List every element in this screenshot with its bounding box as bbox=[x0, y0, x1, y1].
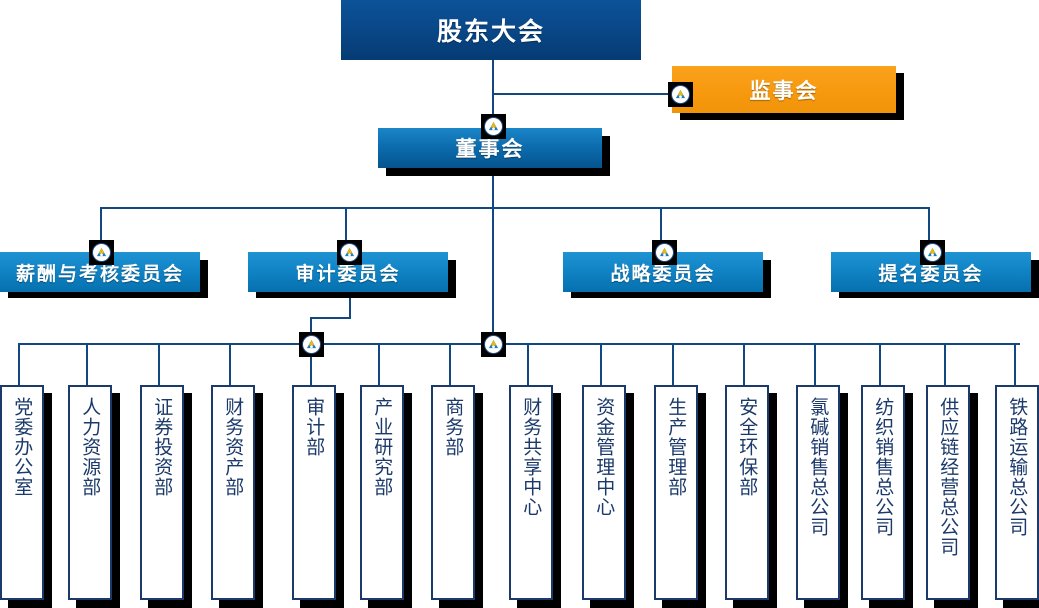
department-box-6[interactable]: 产业研究部 bbox=[360, 385, 404, 600]
connector-badge-icon bbox=[672, 86, 689, 103]
connector-badge-junction-audit[interactable] bbox=[299, 332, 324, 357]
committee-label-2: 审计委员会 bbox=[295, 262, 401, 285]
connector-badge-icon bbox=[303, 336, 320, 353]
department-box-1[interactable]: 党委办公室 bbox=[0, 385, 44, 600]
department-box-15[interactable]: 铁路运输总公司 bbox=[995, 385, 1039, 600]
connector-badge-icon bbox=[485, 118, 502, 135]
line-drop-department-14 bbox=[944, 343, 946, 385]
line-drop-department-6 bbox=[378, 343, 380, 385]
node-board-label: 董事会 bbox=[455, 137, 525, 161]
node-board-of-directors[interactable]: 董事会 bbox=[378, 128, 602, 168]
connector-badge-junction-board[interactable] bbox=[481, 332, 506, 357]
line-drop-department-9 bbox=[600, 343, 602, 385]
line-drop-department-5 bbox=[310, 343, 312, 385]
department-label-4: 财务资产部 bbox=[222, 397, 245, 497]
department-label-3: 证券投资部 bbox=[151, 397, 174, 497]
department-label-14: 供应链经营总公司 bbox=[937, 397, 960, 557]
line-drop-department-15 bbox=[1014, 343, 1016, 385]
line-drop-department-12 bbox=[814, 343, 816, 385]
line-drop-committee-4 bbox=[928, 207, 930, 252]
line-drop-department-11 bbox=[743, 343, 745, 385]
connector-badge-committee-1[interactable] bbox=[89, 240, 114, 265]
committee-label-1: 薪酬与考核委员会 bbox=[15, 262, 184, 285]
department-box-14[interactable]: 供应链经营总公司 bbox=[926, 385, 970, 600]
line-drop-department-8 bbox=[527, 343, 529, 385]
line-shareholders-to-board bbox=[492, 60, 494, 130]
connector-badge-supervisors[interactable] bbox=[668, 82, 693, 107]
committee-label-3: 战略委员会 bbox=[610, 262, 716, 285]
connector-badge-committee-4[interactable] bbox=[920, 240, 945, 265]
node-board-of-supervisors[interactable]: 监事会 bbox=[672, 66, 896, 113]
line-drop-committee-1 bbox=[100, 207, 102, 252]
department-label-2: 人力资源部 bbox=[79, 397, 102, 497]
department-box-7[interactable]: 商务部 bbox=[431, 385, 475, 600]
connector-badge-icon bbox=[924, 244, 941, 261]
department-box-11[interactable]: 安全环保部 bbox=[725, 385, 769, 600]
department-label-1: 党委办公室 bbox=[11, 397, 34, 497]
connector-badge-board[interactable] bbox=[481, 114, 506, 139]
department-label-5: 审计部 bbox=[303, 397, 326, 457]
line-drop-department-2 bbox=[86, 343, 88, 385]
department-label-11: 安全环保部 bbox=[736, 397, 759, 497]
department-bus-line bbox=[18, 343, 1020, 345]
line-drop-department-4 bbox=[229, 343, 231, 385]
node-shareholders-meeting[interactable]: 股东大会 bbox=[341, 0, 641, 60]
department-box-12[interactable]: 氯碱销售总公司 bbox=[796, 385, 840, 600]
committee-bus-line bbox=[100, 207, 929, 209]
department-label-8: 财务共享中心 bbox=[520, 397, 543, 517]
department-box-10[interactable]: 生产管理部 bbox=[654, 385, 698, 600]
department-label-10: 生产管理部 bbox=[665, 397, 688, 497]
connector-badge-committee-3[interactable] bbox=[652, 240, 677, 265]
line-shareholders-to-supervisors bbox=[492, 93, 682, 95]
connector-badge-committee-2[interactable] bbox=[337, 240, 362, 265]
department-label-15: 铁路运输总公司 bbox=[1006, 397, 1029, 537]
department-box-8[interactable]: 财务共享中心 bbox=[509, 385, 553, 600]
connector-badge-icon bbox=[656, 244, 673, 261]
line-drop-department-1 bbox=[18, 343, 20, 385]
line-audit-committee-to-bus bbox=[310, 317, 312, 346]
department-box-5[interactable]: 审计部 bbox=[292, 385, 336, 600]
node-supervisors-label: 监事会 bbox=[749, 78, 819, 103]
line-board-to-department-bus bbox=[492, 168, 494, 346]
department-box-2[interactable]: 人力资源部 bbox=[68, 385, 112, 600]
line-audit-committee-down bbox=[349, 292, 351, 318]
department-label-13: 纺织销售总公司 bbox=[872, 397, 895, 537]
line-drop-committee-2 bbox=[345, 207, 347, 252]
connector-badge-icon bbox=[93, 244, 110, 261]
line-drop-department-10 bbox=[672, 343, 674, 385]
line-drop-department-13 bbox=[879, 343, 881, 385]
line-audit-committee-across bbox=[310, 317, 351, 319]
line-drop-committee-3 bbox=[660, 207, 662, 252]
node-shareholders-label: 股东大会 bbox=[436, 17, 545, 46]
connector-badge-icon bbox=[485, 336, 502, 353]
department-label-7: 商务部 bbox=[442, 397, 465, 457]
department-label-6: 产业研究部 bbox=[371, 397, 394, 497]
department-box-9[interactable]: 资金管理中心 bbox=[582, 385, 626, 600]
department-box-3[interactable]: 证券投资部 bbox=[140, 385, 184, 600]
department-label-12: 氯碱销售总公司 bbox=[807, 397, 830, 537]
department-box-4[interactable]: 财务资产部 bbox=[211, 385, 255, 600]
department-label-9: 资金管理中心 bbox=[593, 397, 616, 517]
department-box-13[interactable]: 纺织销售总公司 bbox=[861, 385, 905, 600]
line-drop-department-3 bbox=[158, 343, 160, 385]
line-drop-department-7 bbox=[449, 343, 451, 385]
committee-label-4: 提名委员会 bbox=[878, 262, 984, 285]
connector-badge-icon bbox=[341, 244, 358, 261]
